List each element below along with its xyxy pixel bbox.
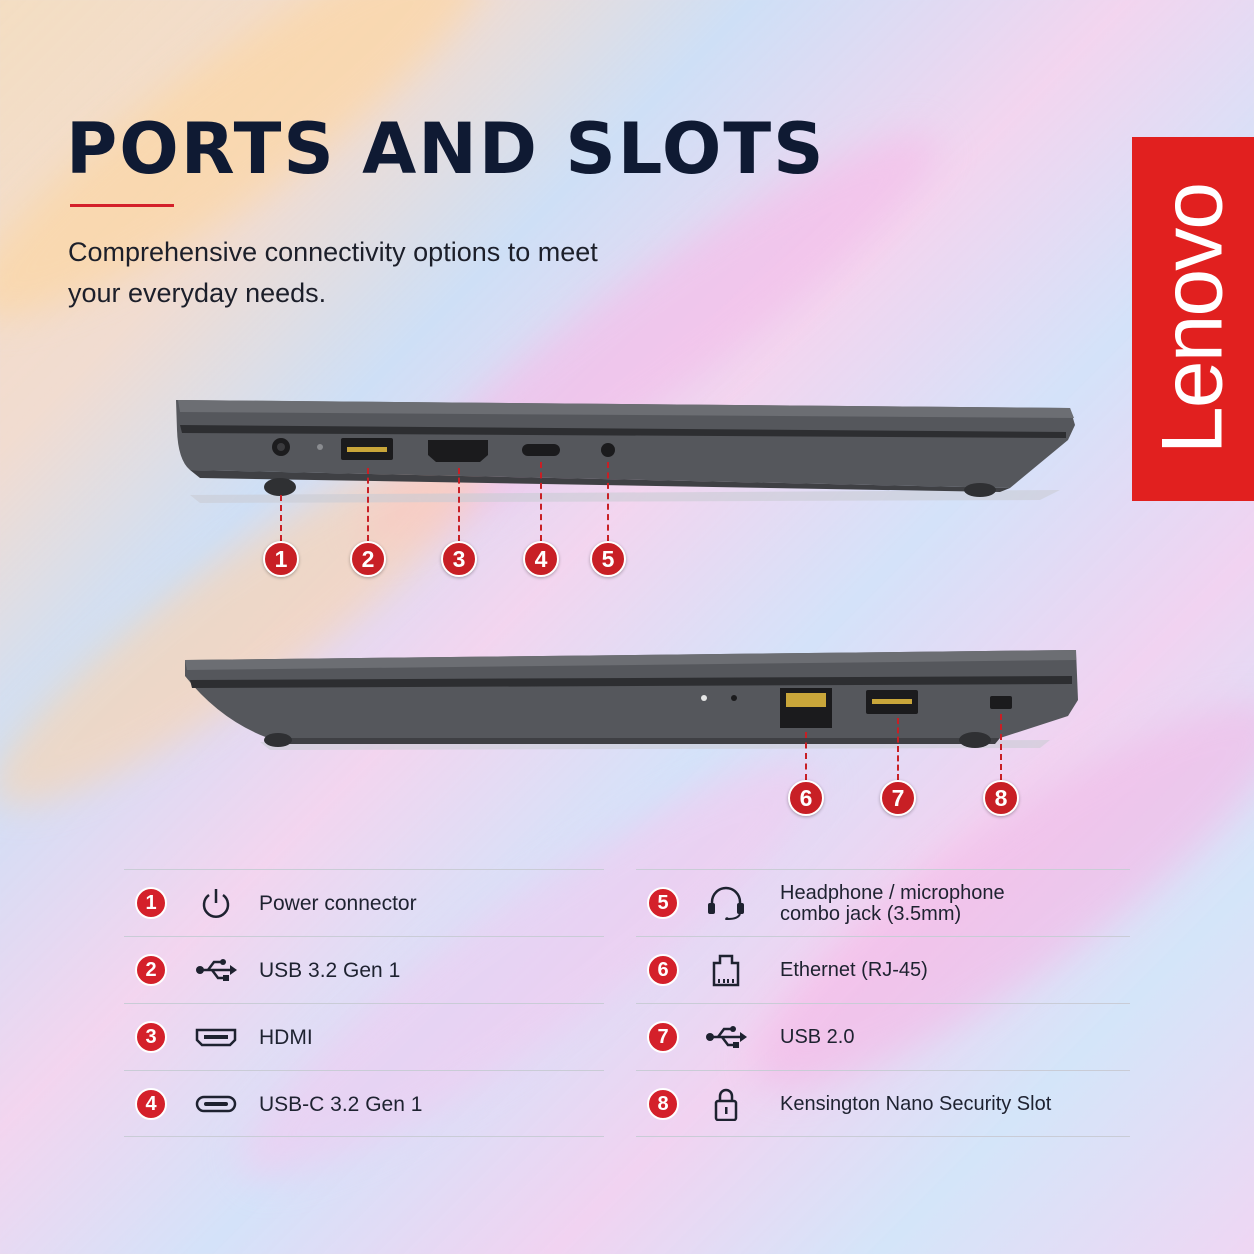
callout-badge: 1 bbox=[263, 541, 299, 577]
port-row-headphone: 5 Headphone / microphone combo jack (3.5… bbox=[636, 869, 1130, 936]
port-number: 6 bbox=[647, 954, 679, 986]
callout-leader bbox=[458, 468, 460, 541]
port-row-kensington: 8 Kensington Nano Security Slot bbox=[636, 1070, 1130, 1137]
callout-leader bbox=[1000, 714, 1002, 780]
page-subtitle: Comprehensive connectivity options to me… bbox=[68, 237, 598, 308]
laptop-right-side bbox=[185, 650, 1078, 750]
port-label: USB-C 3.2 Gen 1 bbox=[259, 1093, 423, 1116]
lock-icon bbox=[714, 1088, 738, 1121]
page-title: PORTS AND SLOTS bbox=[66, 108, 826, 190]
port-label: Headphone / microphone combo jack (3.5mm… bbox=[780, 881, 1005, 925]
port-label: Power connector bbox=[259, 892, 417, 915]
title-underline bbox=[70, 204, 174, 207]
callout-badge: 6 bbox=[788, 780, 824, 816]
usb-icon bbox=[196, 959, 237, 981]
port-number: 5 bbox=[647, 887, 679, 919]
usb-c-icon bbox=[195, 1095, 237, 1113]
port-number: 3 bbox=[135, 1021, 167, 1053]
port-number: 7 bbox=[647, 1021, 679, 1053]
callout-badge: 2 bbox=[350, 541, 386, 577]
port-row-ethernet: 6 Ethernet (RJ-45) bbox=[636, 936, 1130, 1003]
port-row-usb-2: 7 USB 2.0 bbox=[636, 1003, 1130, 1070]
port-row-power: 1 Power connector bbox=[124, 869, 604, 936]
power-icon bbox=[202, 889, 230, 918]
port-label: Ethernet (RJ-45) bbox=[780, 959, 928, 981]
laptop-left-side bbox=[176, 400, 1075, 503]
port-number: 2 bbox=[135, 954, 167, 986]
callout-leader bbox=[897, 718, 899, 780]
headset-icon bbox=[708, 886, 744, 920]
callout-leader bbox=[805, 732, 807, 780]
hdmi-icon bbox=[195, 1028, 237, 1047]
callout-leader bbox=[367, 468, 369, 541]
port-number: 1 bbox=[135, 887, 167, 919]
port-row-hdmi: 3 HDMI bbox=[124, 1003, 604, 1070]
callout-badge: 3 bbox=[441, 541, 477, 577]
port-label: HDMI bbox=[259, 1026, 313, 1049]
port-row-usb-c: 4 USB-C 3.2 Gen 1 bbox=[124, 1070, 604, 1137]
port-label: USB 2.0 bbox=[780, 1026, 855, 1048]
ethernet-icon bbox=[712, 954, 740, 987]
callout-badge: 4 bbox=[523, 541, 559, 577]
callout-leader bbox=[280, 495, 282, 541]
port-number: 4 bbox=[135, 1088, 167, 1120]
callout-leader bbox=[607, 462, 609, 541]
callout-badge: 5 bbox=[590, 541, 626, 577]
callout-leader bbox=[540, 462, 542, 541]
port-row-usb-3-2: 2 USB 3.2 Gen 1 bbox=[124, 936, 604, 1003]
lenovo-logo: Lenovo bbox=[1132, 137, 1254, 501]
port-number: 8 bbox=[647, 1088, 679, 1120]
callout-badge: 8 bbox=[983, 780, 1019, 816]
port-label: USB 3.2 Gen 1 bbox=[259, 959, 401, 982]
port-label: Kensington Nano Security Slot bbox=[780, 1093, 1052, 1115]
callout-badge: 7 bbox=[880, 780, 916, 816]
usb-icon bbox=[706, 1026, 747, 1048]
